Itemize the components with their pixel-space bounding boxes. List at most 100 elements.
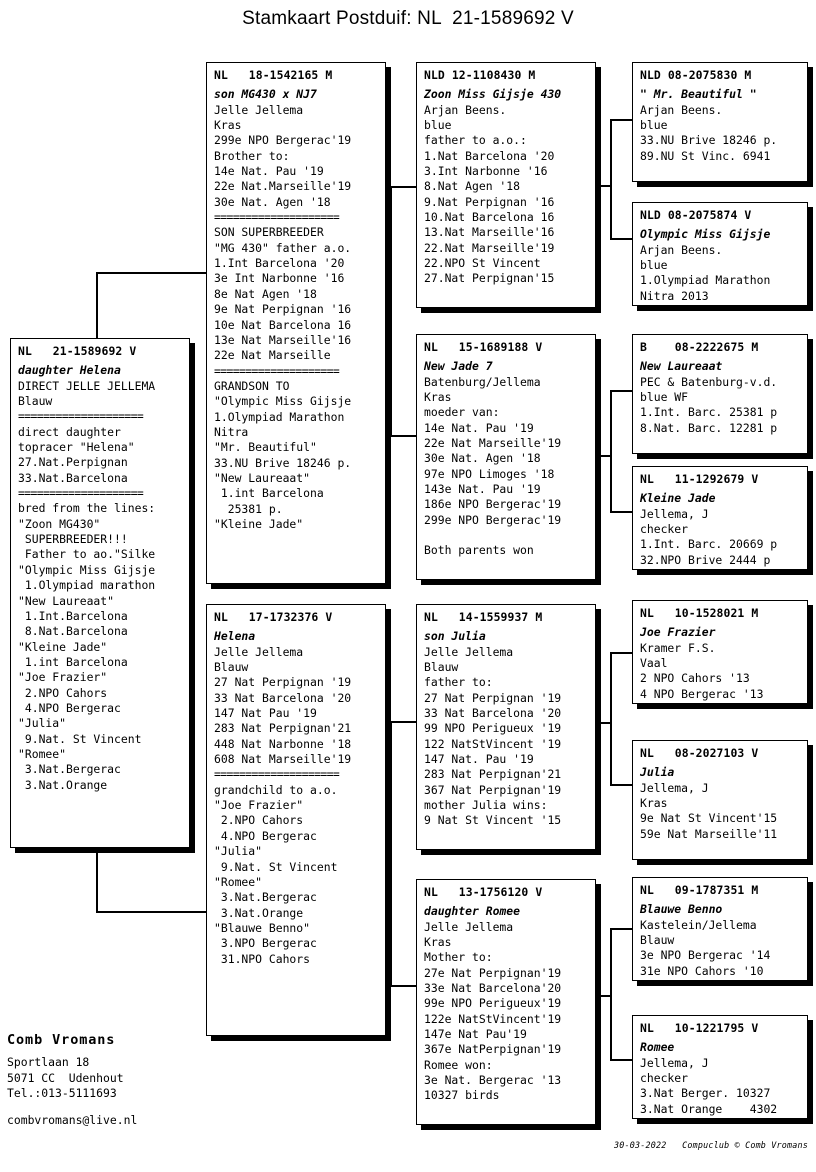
detail-line: Arjan Beens. <box>640 102 723 117</box>
ring-number: NL 09-1787351 M <box>640 883 759 897</box>
detail-line: Kras <box>640 796 668 811</box>
detail-line: direct daughter <box>18 424 121 439</box>
detail-line: 8e Nat Agen '18 <box>214 286 317 301</box>
connector-ds-vertical <box>610 652 612 785</box>
pedigree-box-sire-dam-sire[interactable]: B 08-2222675 M New Laureaat PEC & Batenb… <box>632 334 808 454</box>
spacer <box>7 1102 267 1113</box>
detail-line: 3.Nat.Bergerac <box>214 890 317 905</box>
detail-line: 33 Nat Barcelona '20 <box>214 690 352 705</box>
detail-line: 31e NPO Cahors '10 <box>640 963 764 978</box>
detail-line: "Blauwe Benno" <box>214 920 311 935</box>
detail-line: 22.Nat Marseille'19 <box>424 240 555 255</box>
connector-ss-vertical <box>610 119 612 239</box>
detail-line: 147e Nat Pau'19 <box>424 1027 527 1042</box>
detail-line: GRANDSON TO <box>214 378 290 393</box>
ring-number: NL 17-1732376 V <box>214 610 333 624</box>
detail-line: 59e Nat Marseille'11 <box>640 826 778 841</box>
detail-line: 89.NU St Vinc. 6941 <box>640 148 771 163</box>
detail-line: 3.Nat Orange 4302 <box>640 1101 778 1116</box>
detail-line: 1.Olympiad Marathon <box>640 273 771 288</box>
breeder-city: 5071 CC Udenhout <box>7 1070 124 1085</box>
detail-line: 608 Nat Marseille'19 <box>214 752 352 767</box>
detail-line: "New Laureaat" <box>214 470 311 485</box>
pedigree-box-sire-sire-dam[interactable]: NLD 08-2075874 V Olympic Miss Gijsje Arj… <box>632 202 808 306</box>
detail-line: 10327 birds <box>424 1088 500 1103</box>
detail-line: 2.NPO Cahors <box>18 685 108 700</box>
pigeon-name: Zoon Miss Gijsje 430 <box>424 87 562 102</box>
ring-number: NL 08-2027103 V <box>640 746 759 760</box>
detail-line: 8.Nat Agen '18 <box>424 179 521 194</box>
pedigree-box-sire-sire-sire[interactable]: NLD 08-2075830 M " Mr. Beautiful " Arjan… <box>632 62 808 182</box>
detail-line: DIRECT JELLE JELLEMA <box>18 378 156 393</box>
detail-line: 1.Olympiad Marathon <box>214 409 345 424</box>
connector-dd-stub <box>594 995 611 997</box>
detail-line: 1.int Barcelona <box>18 654 128 669</box>
detail-line: Brother to: <box>214 148 290 163</box>
pedigree-box-dam-dam[interactable]: NL 13-1756120 V daughter Romee Jelle Jel… <box>416 879 596 1125</box>
detail-line: 27e Nat Perpignan'19 <box>424 965 562 980</box>
pigeon-name: daughter Romee <box>424 904 521 919</box>
detail-line: mother Julia wins: <box>424 798 548 813</box>
detail-line: 9e Nat St Vincent'15 <box>640 811 778 826</box>
detail-line: Kastelein/Jellema <box>640 917 757 932</box>
pedigree-box-dam-dam-sire[interactable]: NL 09-1787351 M Blauwe Benno Kastelein/J… <box>632 877 808 981</box>
ring-number: NL 14-1559937 M <box>424 610 543 624</box>
detail-line: "Kleine Jade" <box>18 639 108 654</box>
detail-line: 33.NU Brive 18246 p. <box>214 455 352 470</box>
detail-line: 1.Int.Barcelona <box>18 608 128 623</box>
detail-line: "Olympic Miss Gijsje <box>18 562 156 577</box>
pedigree-box-sire-dam[interactable]: NL 15-1689188 V New Jade 7 Batenburg/Jel… <box>416 334 596 580</box>
connector-sire-vertical <box>390 186 392 436</box>
detail-line: father to: <box>424 675 493 690</box>
detail-line: Nitra <box>214 424 249 439</box>
detail-line: 27 Nat Perpignan '19 <box>424 690 562 705</box>
detail-line: checker <box>640 522 689 537</box>
connector-ds-stub <box>594 722 611 724</box>
detail-line: 1.Nat Barcelona '20 <box>424 148 555 163</box>
pigeon-name: son Julia <box>424 629 486 644</box>
detail-line: 186e NPO Bergerac'19 <box>424 497 562 512</box>
detail-line: Jelle Jellema <box>424 919 514 934</box>
detail-line: 33.NU Brive 18246 p. <box>640 133 778 148</box>
ring-number: NL 15-1689188 V <box>424 340 543 354</box>
detail-line: Blauw <box>640 933 675 948</box>
detail-line: 30e Nat. Agen '18 <box>424 451 541 466</box>
connector-dam-to-ds <box>390 721 416 723</box>
connector-sd-vertical <box>610 390 612 512</box>
detail-line: Kras <box>424 935 452 950</box>
detail-line: 33 Nat Barcelona '20 <box>424 706 562 721</box>
connector-sd-to-sdd <box>610 511 636 513</box>
detail-line: 4.NPO Bergerac <box>214 828 317 843</box>
ring-number: NL 21-1589692 V <box>18 344 137 358</box>
detail-line: 3.Nat.Orange <box>214 905 304 920</box>
detail-line: 4.NPO Bergerac <box>18 700 121 715</box>
detail-line: 1.Int. Barc. 25381 p <box>640 405 778 420</box>
pedigree-box-sire[interactable]: NL 18-1542165 M son MG430 x NJ7 Jelle Je… <box>206 62 386 584</box>
connector-ds-to-dss <box>610 652 636 654</box>
breeder-email[interactable]: combvromans@live.nl <box>7 1112 138 1127</box>
pedigree-box-sire-sire[interactable]: NLD 12-1108430 M Zoon Miss Gijsje 430 Ar… <box>416 62 596 308</box>
detail-line: Kras <box>214 118 242 133</box>
detail-line: 3.Nat.Bergerac <box>18 762 121 777</box>
detail-line: 27.Nat.Perpignan <box>18 455 128 470</box>
pedigree-box-dam-sire-sire[interactable]: NL 10-1528021 M Joe Frazier Kramer F.S.V… <box>632 600 808 704</box>
detail-line: Kras <box>424 390 452 405</box>
detail-line: Batenburg/Jellema <box>424 374 541 389</box>
connector-dd-to-dds <box>610 928 636 930</box>
detail-line: Blauw <box>214 660 249 675</box>
pedigree-box-subject[interactable]: NL 21-1589692 V daughter Helena DIRECT J… <box>10 338 190 848</box>
detail-line: "Joe Frazier" <box>18 670 108 685</box>
detail-line: Jellema, J <box>640 780 709 795</box>
detail-line: 13.Nat Marseille'16 <box>424 225 555 240</box>
connector-subject-to-sire <box>96 272 206 274</box>
connector-sd-stub <box>594 455 611 457</box>
